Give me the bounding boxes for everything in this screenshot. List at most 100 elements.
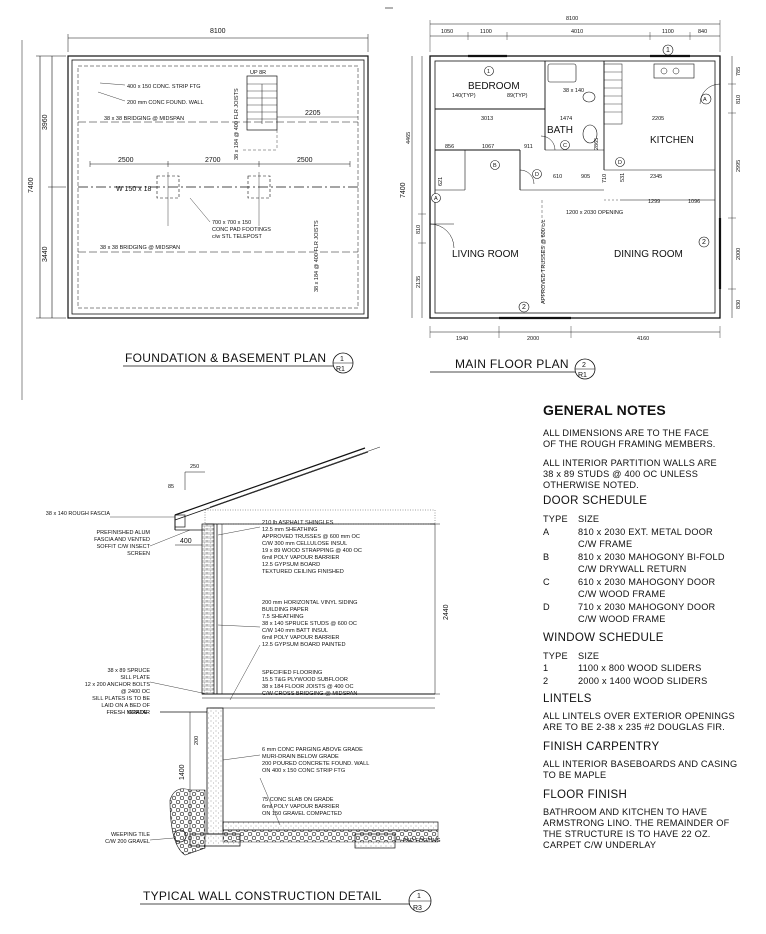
fp-span-left: 2500 (118, 157, 134, 164)
mfp-int-dim-12: 621 (438, 177, 444, 186)
wd-left-note-1: PREFINISHED ALUM FASCIA AND VENTED SOFFI… (94, 530, 150, 557)
wd-dim-2: 400 (180, 538, 192, 545)
mfp-right-dim-2: 2995 (736, 160, 742, 172)
mfp-misc-2: 38 x 140 (563, 88, 584, 94)
mfp-int-dim-6: 610 (553, 174, 562, 180)
fp-note-3: W 150 x 18 (116, 186, 152, 193)
mfp-int-dim-0: 3013 (481, 116, 493, 122)
wd-dim-4: 200 (194, 736, 200, 745)
note-1: ALL DIMENSIONS ARE TO THE FACE OF THE RO… (543, 428, 716, 449)
mfp-title: MAIN FLOOR PLAN (455, 357, 569, 371)
door-row: D 710 x 2030 MAHOGONY DOOR C/W WOOD FRAM… (543, 601, 763, 626)
win-tag-2a: 2 (522, 304, 526, 311)
wd-left-note-3: GRADE (128, 710, 148, 716)
mfp-misc-0: 140(TYP) (452, 93, 476, 99)
door-size: 710 x 2030 MAHOGONY DOOR C/W WOOD FRAME (578, 601, 716, 625)
mfp-overall-depth: 7400 (400, 182, 407, 198)
mfp-int-dim-13: 2865 (594, 138, 600, 150)
main-floor-plan (411, 20, 736, 338)
mfp-bottom-dim-1: 2000 (527, 336, 539, 342)
window-row: 2 2000 x 1400 WOOD SLIDERS (543, 675, 763, 688)
mfp-bottom-dim-0: 1940 (456, 336, 468, 342)
window-col-size: SIZE (578, 650, 600, 661)
fp-callout-ref: R1 (336, 366, 345, 373)
wd-pad-note: PAD FOOTING (403, 838, 440, 844)
mfp-int-dim-2: 2205 (652, 116, 664, 122)
door-schedule: TYPE SIZE A 810 x 2030 EXT. METAL DOOR C… (543, 513, 763, 626)
mfp-callout: 2 R1 (430, 358, 596, 380)
mfp-int-dim-11: 1096 (688, 199, 700, 205)
wd-floor-note: SPECIFIED FLOORING 15.5 T&G PLYWOOD SUBF… (262, 670, 358, 697)
mfp-left-dim-0: 4465 (406, 132, 412, 144)
door-type: D (543, 601, 550, 612)
mfp-misc-3: 1200 x 2030 OPENING (566, 210, 623, 216)
win-tag-1a: 1 (487, 69, 490, 75)
wd-dim-1: 85 (168, 484, 174, 490)
fp-note-5: CONC PAD FOOTINGS (212, 227, 271, 233)
win-tag-1b: 1 (666, 47, 670, 54)
door-schedule-header: TYPE SIZE (543, 513, 763, 526)
mfp-misc-4: APPROVED TRUSSES @ 600 c/c (541, 219, 547, 304)
fp-note-1: 200 mm CONC FOUND. WALL (127, 100, 204, 106)
fp-note-4: 700 x 700 x 150 (212, 220, 251, 226)
door-tag-c: C (563, 143, 567, 149)
window-row: 1 1100 x 800 WOOD SLIDERS (543, 662, 763, 675)
fp-span-mid: 2700 (205, 157, 221, 164)
window-size: 2000 x 1400 WOOD SLIDERS (578, 675, 708, 686)
door-col-size: SIZE (578, 514, 600, 524)
wd-title: TYPICAL WALL CONSTRUCTION DETAIL (143, 889, 382, 903)
mfp-top-dim-4: 840 (698, 29, 707, 35)
mfp-callout-num: 2 (582, 362, 586, 369)
wd-callout-num: 1 (417, 893, 421, 900)
fp-overall-width: 8100 (210, 28, 226, 35)
door-tag-d1: D (535, 172, 539, 178)
foundation-plan (36, 34, 369, 319)
mfp-int-dim-3: 856 (445, 144, 454, 150)
wd-dim-0: 250 (190, 464, 199, 470)
door-size: 610 x 2030 MAHOGONY DOOR C/W WOOD FRAME (578, 576, 716, 600)
fp-overall-depth: 7400 (28, 177, 35, 193)
floor-finish-heading: FLOOR FINISH (543, 789, 628, 801)
mfp-int-dim-7: 905 (581, 174, 590, 180)
door-type: A (543, 526, 550, 537)
fp-depth-bottom: 3440 (42, 246, 49, 262)
fp-stair-offset: 2205 (305, 110, 321, 117)
mfp-int-dim-5: 911 (524, 144, 533, 150)
lintels-heading: LINTELS (543, 693, 592, 705)
fp-span-right: 2500 (297, 157, 313, 164)
mfp-int-dim-14: 531 (620, 173, 626, 182)
room-living: LIVING ROOM (452, 249, 519, 260)
window-schedule-heading: WINDOW SCHEDULE (543, 631, 664, 644)
foundation-texts: 8100 7400 3960 3440 2500 2700 2500 2205 … (28, 28, 326, 365)
mfp-int-dim-4: 1067 (482, 144, 494, 150)
room-bedroom: BEDROOM (468, 81, 520, 92)
mfp-right-dim-3: 2000 (736, 248, 742, 260)
fp-joist-1: 38 x 184 @ 400 FLR JOISTS (314, 220, 320, 292)
mfp-misc-1: 89(TYP) (507, 93, 528, 99)
mfp-right-dim-1: 810 (736, 95, 742, 104)
door-col-type: TYPE (543, 514, 568, 524)
door-tag-b1: B (493, 163, 497, 169)
window-schedule: TYPE SIZE 1 1100 x 800 WOOD SLIDERS 2 20… (543, 650, 763, 688)
mfp-top-dim-2: 4010 (571, 29, 583, 35)
wd-wall-note: 200 mm HORIZONTAL VINYL SIDING BUILDING … (262, 600, 358, 648)
fp-joist-0: 38 x 184 @ 400 FLR JOISTS (234, 88, 240, 160)
window-type: 2 (543, 675, 549, 686)
wd-callout-ref: R3 (413, 905, 422, 912)
general-notes: GENERAL NOTES ALL DIMENSIONS ARE TO THE … (543, 402, 763, 859)
fp-title: FOUNDATION & BASEMENT PLAN (125, 351, 326, 365)
fp-stair-label: UP 8R (250, 70, 266, 76)
window-size: 1100 x 800 WOOD SLIDERS (578, 663, 702, 673)
floor-finish-text: BATHROOM AND KITCHEN TO HAVE ARMSTRONG L… (543, 807, 730, 850)
win-tag-2b: 2 (702, 239, 706, 246)
wd-callout: 1 R3 (140, 889, 432, 913)
window-type: 1 (543, 663, 549, 673)
door-size: 810 x 2030 EXT. METAL DOOR C/W FRAME (578, 526, 713, 550)
door-row: B 810 x 2030 MAHOGONY BI-FOLD C/W DRYWAL… (543, 551, 763, 576)
fp-note-6: c/w STL TELEPOST (212, 234, 262, 240)
door-type: C (543, 576, 550, 587)
door-schedule-heading: DOOR SCHEDULE (543, 495, 648, 507)
wd-dim-3: 2440 (443, 604, 450, 620)
room-kitchen: KITCHEN (650, 135, 694, 146)
